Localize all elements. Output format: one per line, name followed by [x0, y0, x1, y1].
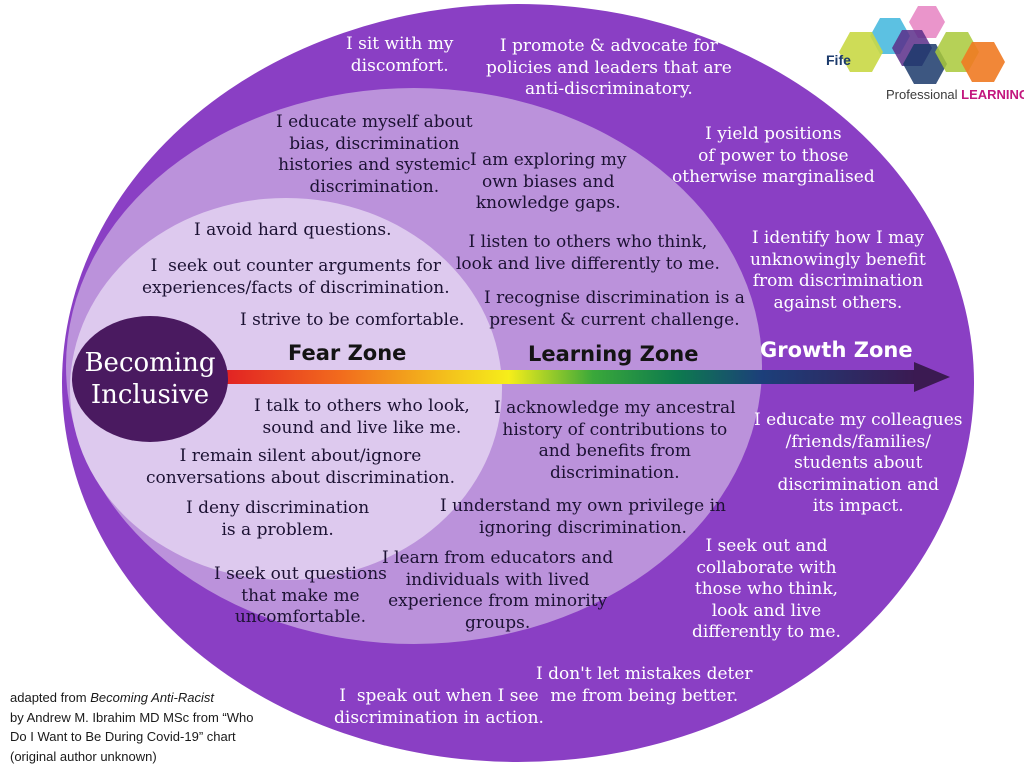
growth-statement: I yield positions of power to those othe…: [672, 124, 875, 187]
growth-statement: I don't let mistakes deter me from being…: [536, 664, 753, 706]
spectrum-arrow-shaft: [214, 370, 916, 384]
learning-statement: I recognise discrimination is a present …: [484, 288, 745, 330]
spectrum-arrow-head: [914, 362, 950, 392]
learning-statement: I learn from educators and individuals w…: [382, 548, 614, 633]
growth-statement: I seek out and collaborate with those wh…: [692, 536, 841, 642]
logo-tagline-emphasis: LEARNING: [961, 87, 1024, 102]
becoming-inclusive-circle: Becoming Inclusive: [72, 316, 228, 442]
fear-zone-title: Fear Zone: [288, 341, 407, 365]
learning-statement: I listen to others who think, look and l…: [456, 232, 720, 274]
center-label: Becoming Inclusive: [84, 348, 216, 410]
learning-zone-title: Learning Zone: [528, 342, 699, 366]
learning-statement: I educate myself about bias, discriminat…: [276, 112, 473, 197]
learning-statement: I acknowledge my ancestral history of co…: [494, 398, 736, 483]
fife-logo-hexagons: [839, 6, 1005, 84]
fear-statement: I talk to others who look, sound and liv…: [254, 396, 470, 438]
hex-lime-left: [839, 32, 883, 72]
attribution-prefix: adapted from: [10, 690, 91, 705]
growth-statement: I identify how I may unknowingly benefit…: [750, 228, 926, 313]
fear-statement: I remain silent about/ignore conversatio…: [146, 446, 455, 488]
hex-navy: [903, 44, 947, 84]
growth-statement: I speak out when I see discrimination in…: [334, 686, 544, 728]
attribution: adapted from Becoming Anti-Racist by And…: [10, 688, 300, 766]
growth-statement: I promote & advocate for policies and le…: [486, 36, 732, 99]
growth-statement: I sit with my discomfort.: [346, 34, 454, 76]
attribution-rest: by Andrew M. Ibrahim MD MSc from “Who Do…: [10, 709, 254, 764]
learning-statement: I understand my own privilege in ignorin…: [440, 496, 726, 538]
learning-statement: I am exploring my own biases and knowled…: [470, 150, 627, 213]
hex-orange: [961, 42, 1005, 82]
attribution-title: Becoming Anti-Racist: [90, 690, 215, 705]
fear-statement: I seek out counter arguments for experie…: [142, 256, 450, 298]
learning-statement: I seek out questions that make me uncomf…: [214, 564, 387, 627]
fear-statement: I avoid hard questions.: [194, 220, 392, 240]
logo-wordmark: Fife: [826, 52, 851, 68]
growth-zone-title: Growth Zone: [760, 338, 913, 362]
logo-tagline-prefix: Professional: [886, 87, 962, 102]
logo-tagline: Professional LEARNING: [886, 87, 1024, 102]
fear-statement: I strive to be comfortable.: [240, 310, 465, 330]
growth-statement: I educate my colleagues /friends/familie…: [754, 410, 963, 516]
fear-statement: I deny discrimination is a problem.: [186, 498, 370, 540]
spectrum-arrow: [214, 362, 950, 392]
